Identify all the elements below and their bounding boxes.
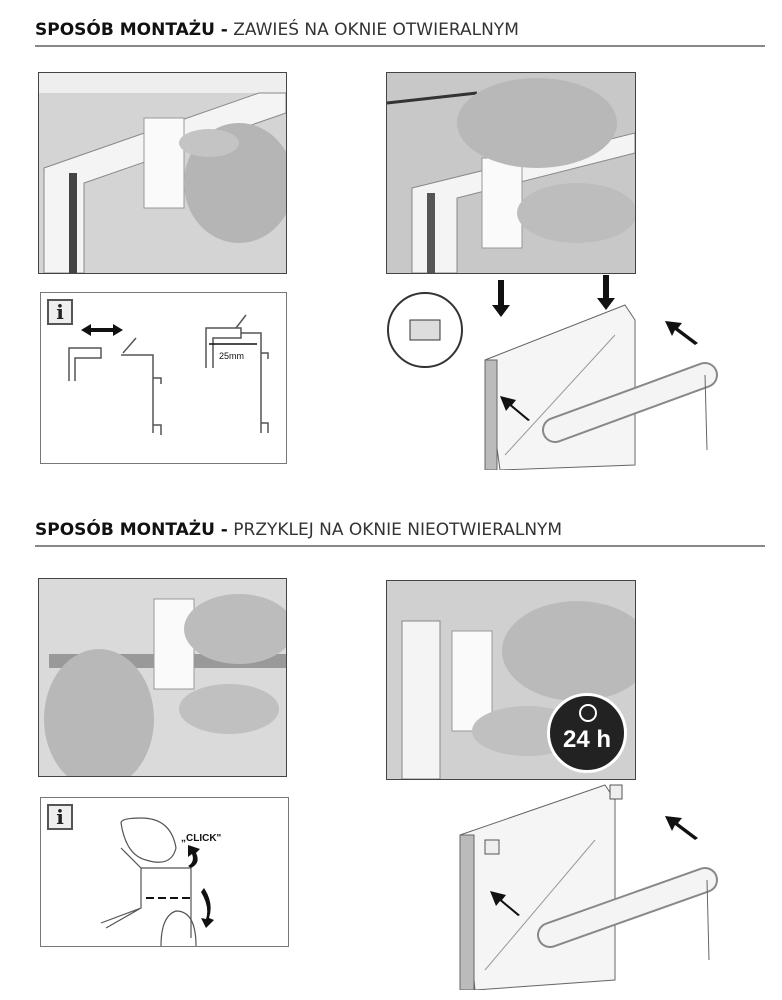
- diagram-hang-assembly: [385, 275, 720, 470]
- heading-light: PRZYKLEJ NA OKNIE NIEOTWIERALNYM: [233, 520, 563, 540]
- timer-label: 24 h: [562, 726, 612, 753]
- heading-bold: SPOSÓB MONTAŻU -: [35, 20, 228, 40]
- diagram-stick-assembly: [455, 780, 720, 990]
- info-icon: i: [47, 299, 73, 325]
- section1-heading: SPOSÓB MONTAŻU - ZAWIEŚ NA OKNIE OTWIERA…: [35, 20, 519, 40]
- photo-peel-adhesive: [38, 578, 287, 777]
- divider: [35, 45, 765, 47]
- photo-stick-bracket: 24 h: [386, 580, 636, 780]
- photo-hang-bracket-1: [38, 72, 287, 274]
- heading-bold: SPOSÓB MONTAŻU -: [35, 520, 228, 540]
- info-box-hook-diagram: i 25mm: [40, 292, 287, 464]
- info-icon: i: [47, 804, 73, 830]
- divider: [35, 545, 765, 547]
- stopwatch-icon: [579, 704, 597, 722]
- photo-hang-bracket-2: [386, 72, 636, 274]
- dimension-label: 25mm: [219, 351, 245, 361]
- heading-light: ZAWIEŚ NA OKNIE OTWIERALNYM: [233, 20, 519, 40]
- click-label: „CLICK": [181, 833, 222, 844]
- timer-24h-badge: 24 h: [547, 693, 627, 773]
- section2-heading: SPOSÓB MONTAŻU - PRZYKLEJ NA OKNIE NIEOT…: [35, 520, 562, 540]
- info-box-click-diagram: i „CLICK": [40, 797, 289, 947]
